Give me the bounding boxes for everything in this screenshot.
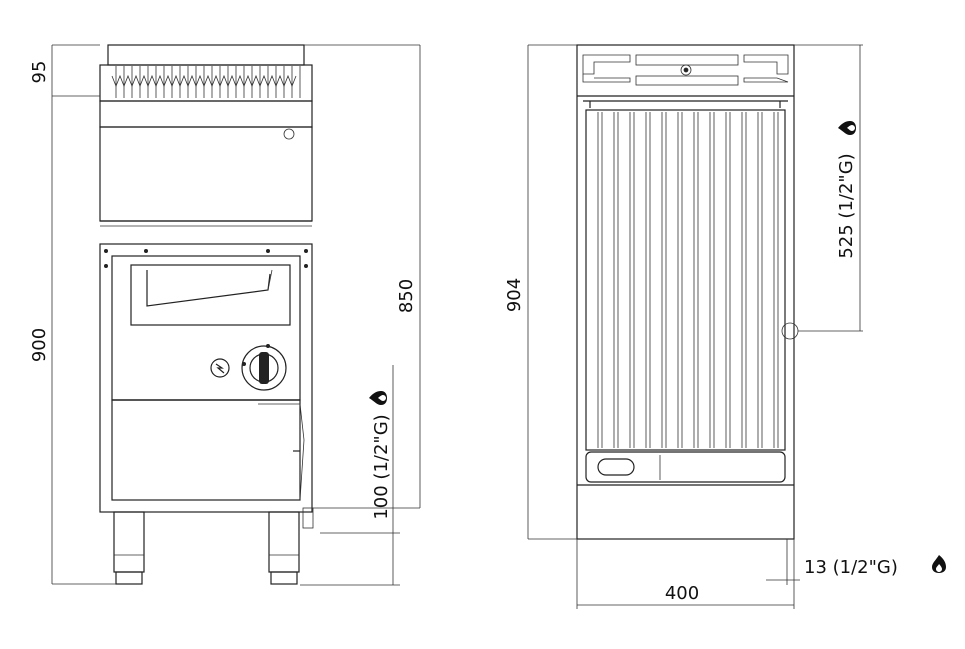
tray-handle[interactable] [597,458,635,476]
legs [113,511,300,585]
front-dimensions [51,44,421,586]
dim-gas-100: 100 (1/2"G) [371,414,392,519]
ribs [597,112,779,448]
body-panel [99,126,313,222]
control-knob-icon[interactable] [241,344,287,391]
dim-900: 900 [29,328,50,362]
control-panel [111,255,301,401]
grease-tray [585,451,786,483]
side-dimensions [527,44,863,609]
upper-panel [99,100,313,128]
top-brackets [582,54,789,86]
dim-904: 904 [504,278,525,312]
dim-850: 850 [396,279,417,313]
gas-flame-icon [369,391,387,405]
dim-95: 95 [29,61,50,84]
cabinet [99,243,313,513]
plan-view [576,44,799,540]
grill-grate [99,44,313,102]
cabinet-door [111,399,301,501]
ribbed-plate [585,109,786,451]
ignition-icon [210,358,230,378]
drip-tray-window [130,264,291,326]
plan-outline [576,44,795,540]
dim-gas-13: 13 (1/2"G) [804,557,898,578]
indicator-light [283,128,295,140]
dim-400: 400 [665,583,699,604]
gas-flame-icon [932,555,946,573]
front-view [99,44,314,585]
gas-flame-icon [838,121,856,135]
dim-gas-525: 525 (1/2"G) [836,153,857,258]
